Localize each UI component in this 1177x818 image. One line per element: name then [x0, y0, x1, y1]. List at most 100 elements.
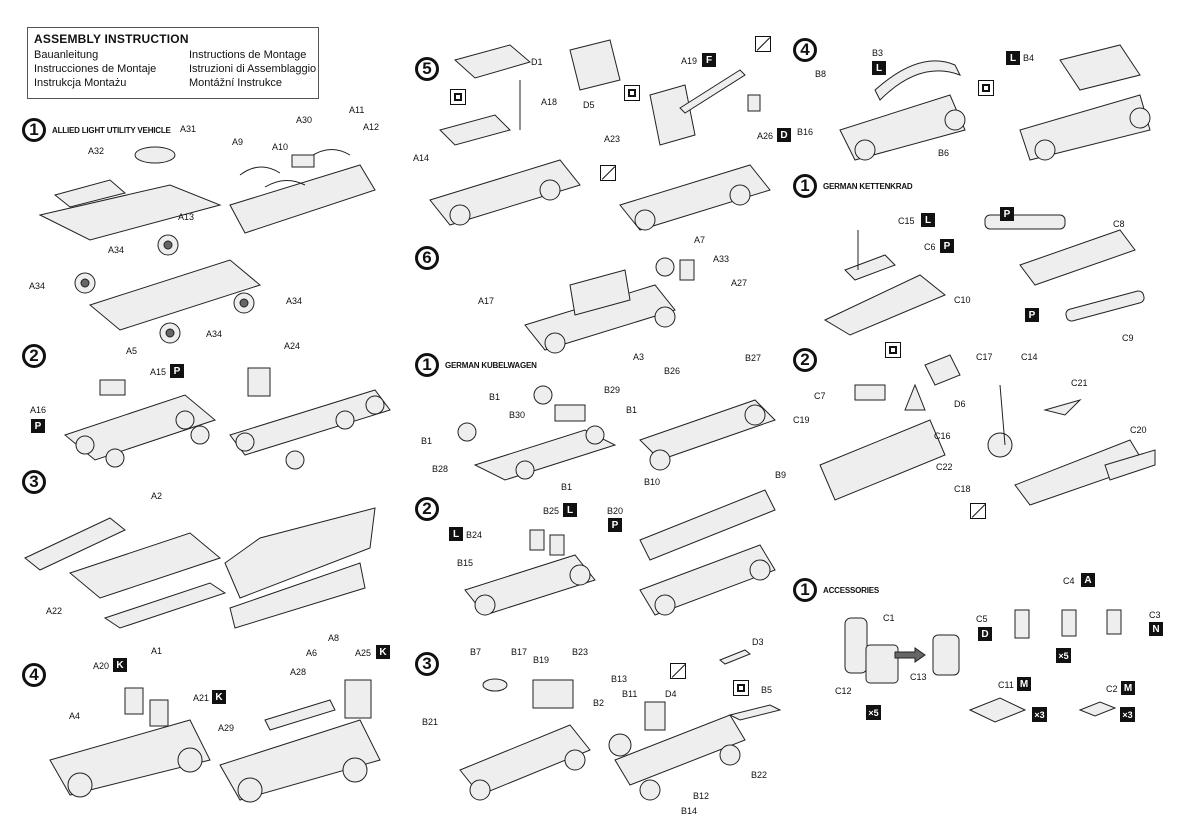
color-badge: L — [563, 503, 577, 517]
part-label: A34 — [286, 296, 303, 306]
part-label: A25 — [355, 648, 372, 658]
part-label: B15 — [457, 558, 474, 568]
lang-es: Instrucciones de Montaje — [34, 63, 157, 75]
color-badge: N — [1149, 622, 1163, 636]
part-label: B1 — [561, 482, 573, 492]
color-badge: K — [113, 658, 127, 672]
step-number: 4 — [793, 38, 817, 62]
color-badge: P — [608, 518, 622, 532]
part-label: B22 — [751, 770, 768, 780]
part-label: C13 — [910, 672, 927, 682]
allied-step6-illustration — [524, 257, 695, 354]
part-label: B16 — [797, 127, 814, 137]
lang-pl: Instrukcja Montażu — [34, 77, 127, 89]
cut-icon — [755, 36, 771, 52]
part-label: D1 — [531, 57, 543, 67]
part-label: B23 — [572, 647, 589, 657]
part-label: B12 — [693, 791, 710, 801]
part-label: C7 — [814, 391, 826, 401]
part-label: A10 — [272, 142, 289, 152]
section-title-allied: ALLIED LIGHT UTILITY VEHICLE — [52, 125, 171, 135]
step-number: 3 — [22, 470, 46, 494]
part-label: B13 — [611, 674, 628, 684]
part-label: C9 — [1122, 333, 1134, 343]
part-label: C15 — [898, 216, 915, 226]
allied-step-4: 4 — [22, 663, 46, 687]
color-badge: P — [1025, 308, 1039, 322]
kubel-step2-illustration — [464, 489, 776, 616]
part-label: A28 — [290, 667, 307, 677]
part-label: C21 — [1071, 378, 1088, 388]
part-label: A16 — [30, 405, 47, 415]
part-label: A14 — [413, 153, 430, 163]
ketten-step2-illustration — [819, 354, 1156, 506]
color-badge: K — [212, 690, 226, 704]
allied-step-6: 6 — [415, 246, 439, 270]
part-label: B21 — [422, 717, 439, 727]
color-badge: K — [376, 645, 390, 659]
part-label: B7 — [470, 647, 482, 657]
part-label: A7 — [694, 235, 706, 245]
quantity-multiplier: ×5 — [1056, 648, 1071, 663]
part-label: A34 — [29, 281, 46, 291]
part-label: B24 — [466, 530, 483, 540]
kubel-step-1: 1 GERMAN KUBELWAGEN — [415, 353, 537, 377]
part-label: A8 — [328, 633, 340, 643]
part-label: D5 — [583, 100, 595, 110]
part-label: B9 — [775, 470, 787, 480]
allied-step-5: 5 — [415, 57, 439, 81]
part-label: B10 — [644, 477, 661, 487]
step-number: 2 — [415, 497, 439, 521]
part-label: B26 — [664, 366, 681, 376]
color-badge: L — [921, 213, 935, 227]
part-label: A17 — [478, 296, 495, 306]
color-badge: L — [1006, 51, 1020, 65]
part-label: B1 — [626, 405, 638, 415]
part-label: C3 — [1149, 610, 1161, 620]
part-label: B1 — [489, 392, 501, 402]
ketten-step-1: 1 GERMAN KETTENKRAD — [793, 174, 913, 198]
part-label: B11 — [622, 689, 638, 699]
part-label: A18 — [541, 97, 558, 107]
step-number: 2 — [22, 344, 46, 368]
part-label: C22 — [936, 462, 953, 472]
ketten-step1-illustration — [823, 214, 1145, 336]
part-label: B19 — [533, 655, 550, 665]
part-label: B28 — [432, 464, 449, 474]
allied-step4-illustration — [49, 679, 381, 803]
part-label: B6 — [938, 148, 950, 158]
allied-step2-illustration — [63, 367, 391, 470]
step-number: 1 — [22, 118, 46, 142]
allied-step5-illustration — [429, 39, 771, 231]
part-label: C6 — [924, 242, 936, 252]
part-label: A31 — [180, 124, 197, 134]
title-main: ASSEMBLY INSTRUCTION — [34, 32, 189, 46]
part-label: C17 — [976, 352, 993, 362]
step-number: 1 — [793, 578, 817, 602]
part-label: B4 — [1023, 53, 1035, 63]
title-languages: Bauanleitung Instructions de Montage Ins… — [34, 48, 316, 90]
part-label: C19 — [793, 415, 810, 425]
part-label: A22 — [46, 606, 63, 616]
part-label: A6 — [306, 648, 318, 658]
part-label: D3 — [752, 637, 764, 647]
color-badge: A — [1081, 573, 1095, 587]
glue-icon — [885, 342, 901, 358]
color-badge: M — [1017, 677, 1031, 691]
kubel-step3-illustration — [459, 649, 782, 801]
accessories-illustration — [844, 609, 1122, 723]
part-label: A21 — [193, 693, 210, 703]
part-label: A19 — [681, 56, 698, 66]
glue-icon — [978, 80, 994, 96]
part-label: B17 — [511, 647, 528, 657]
color-badge: P — [940, 239, 954, 253]
step-number: 1 — [415, 353, 439, 377]
part-label: A23 — [604, 134, 621, 144]
part-label: B20 — [607, 506, 624, 516]
kubel-step1-illustration — [457, 385, 776, 481]
part-label: A33 — [713, 254, 730, 264]
part-label: A32 — [88, 146, 105, 156]
color-badge: M — [1121, 681, 1135, 695]
part-label: C14 — [1021, 352, 1038, 362]
lang-fr: Instructions de Montage — [189, 49, 307, 61]
